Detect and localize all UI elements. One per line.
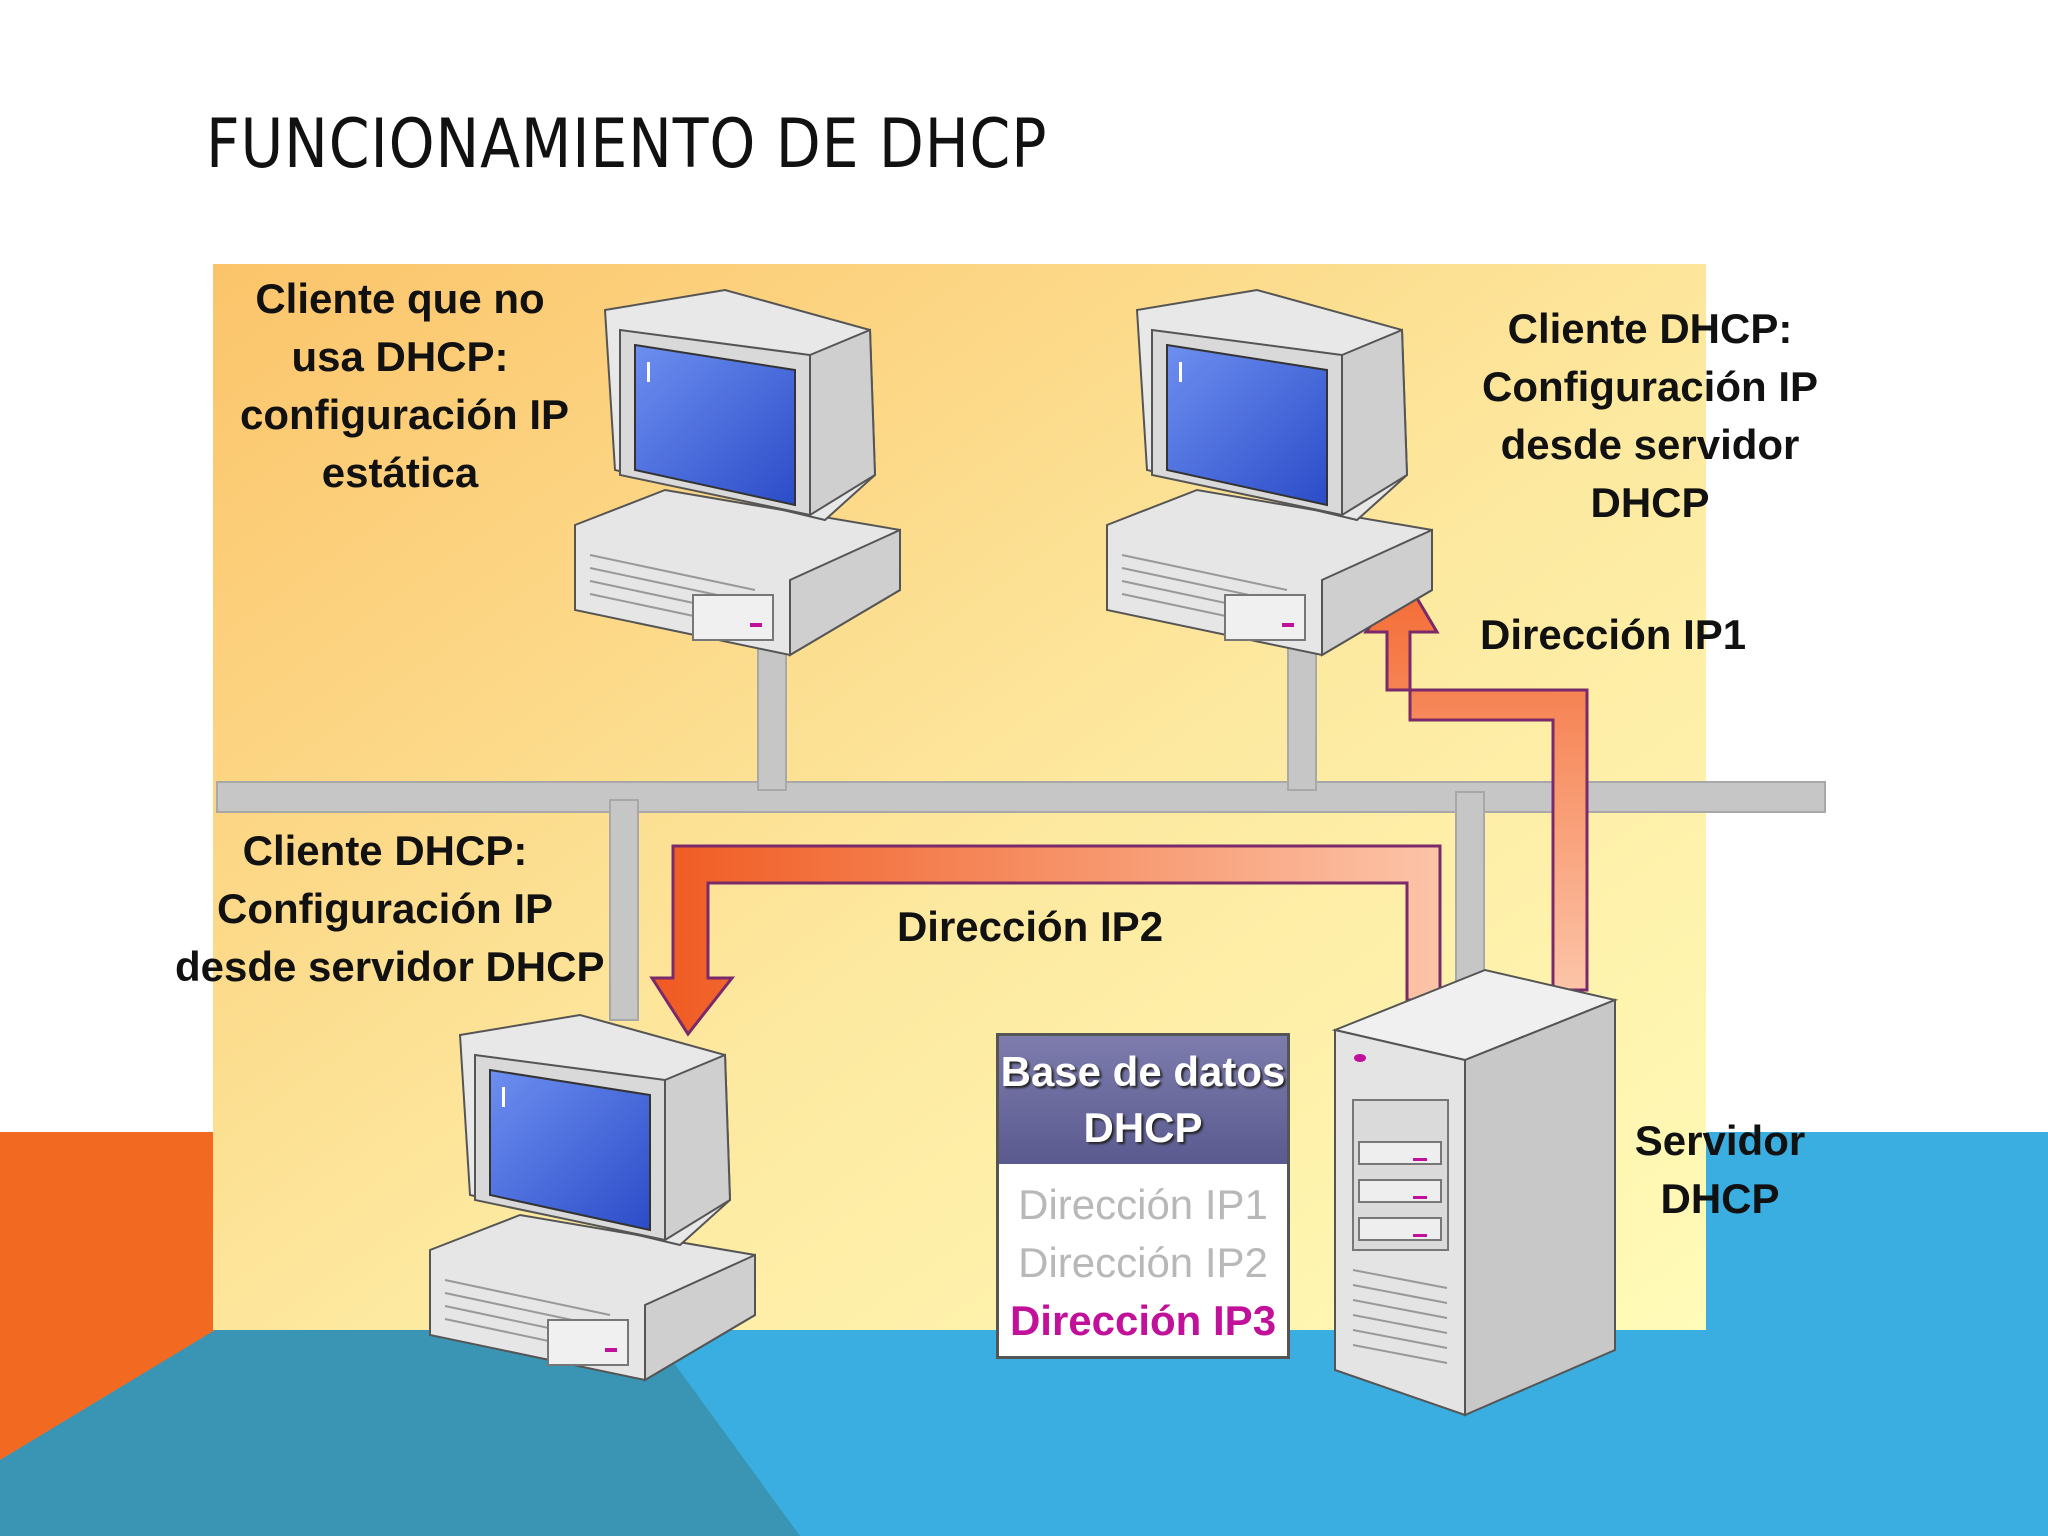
dhcp-database-title-line: Base de datos bbox=[1000, 1048, 1286, 1095]
static-client-label-line: Cliente que no bbox=[255, 275, 545, 322]
dhcp-database-entry-highlighted: Dirección IP3 bbox=[1009, 1297, 1277, 1344]
dhcp-database-title-line: DHCP bbox=[1083, 1104, 1203, 1151]
dhcp-database-header: Base de datos DHCP bbox=[999, 1036, 1287, 1164]
static-client-label-line: estática bbox=[321, 449, 479, 496]
computer-dhcp-client-top bbox=[1106, 288, 1433, 657]
arrow-ip1-label: Dirección IP1 bbox=[1480, 611, 1747, 658]
dhcp-client-bottom-label-line: Configuración IP bbox=[217, 885, 553, 932]
dhcp-database-entry: Dirección IP2 bbox=[1018, 1239, 1268, 1286]
dhcp-client-bottom-label-line: Cliente DHCP: bbox=[242, 827, 528, 874]
computer-dhcp-client-bottom bbox=[429, 1013, 756, 1382]
dhcp-database-entries: Dirección IP1 Dirección IP2 Dirección IP… bbox=[999, 1164, 1287, 1350]
arrow-ip2-label: Dirección IP2 bbox=[896, 903, 1164, 950]
static-client-label: Cliente que no usa DHCP: configuración I… bbox=[240, 270, 570, 502]
dhcp-client-bottom-label-line: desde servidor DHCP bbox=[175, 943, 605, 990]
dhcp-client-top-label: Cliente DHCP: Configuración IP desde ser… bbox=[1480, 300, 1820, 532]
server-label-line: DHCP bbox=[1660, 1175, 1780, 1222]
dhcp-client-top-label-line: Configuración IP bbox=[1482, 363, 1818, 410]
server-label-line: Servidor bbox=[1634, 1117, 1806, 1164]
server-label: Servidor DHCP bbox=[1600, 1112, 1840, 1228]
dhcp-client-top-label-line: desde servidor bbox=[1500, 421, 1800, 468]
dhcp-client-bottom-label: Cliente DHCP: Configuración IP desde ser… bbox=[175, 822, 605, 996]
arrow-ip2 bbox=[649, 844, 1442, 1037]
dhcp-client-top-label-line: Cliente DHCP: bbox=[1507, 305, 1793, 352]
computer-static-client bbox=[574, 288, 901, 657]
dhcp-database-entry: Dirección IP1 bbox=[1018, 1181, 1268, 1228]
dark-blue-accent bbox=[0, 1330, 800, 1536]
dhcp-client-top-label-line: DHCP bbox=[1590, 479, 1710, 526]
static-client-label-line: configuración IP bbox=[240, 391, 570, 438]
dhcp-database-box: Base de datos DHCP Dirección IP1 Direcci… bbox=[996, 1033, 1290, 1359]
slide-title: FUNCIONAMIENTO DE DHCP bbox=[206, 105, 1048, 184]
dhcp-server bbox=[1331, 968, 1619, 1417]
static-client-label-line: usa DHCP: bbox=[291, 333, 509, 380]
